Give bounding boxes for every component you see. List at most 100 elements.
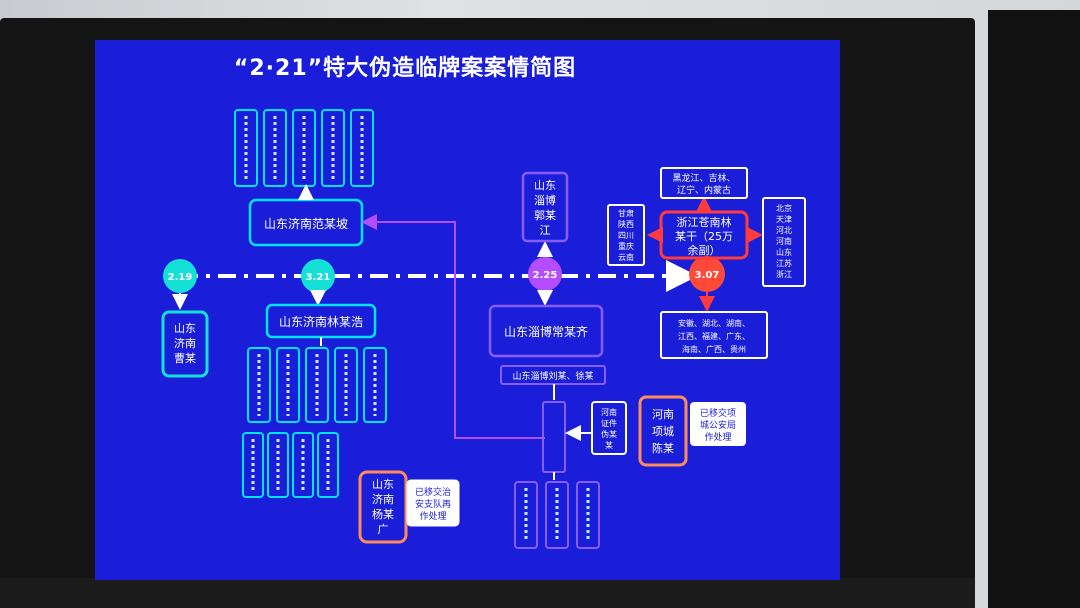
svg-text:重庆: 重庆 (618, 241, 634, 251)
zibo-guo-text: 山东 淄博 郭某 江 (534, 179, 556, 237)
region-bottom-box (660, 311, 768, 359)
jinan-lin-label: 山东济南林某浩 (279, 314, 363, 329)
zhejiang-lin-text: 浙江苍南林 某干（25万 余副） (675, 215, 733, 257)
lin-subbox (247, 347, 271, 423)
jinan-yang-text: 山东 济南 杨某 广 (372, 478, 394, 536)
region-top-box (660, 167, 748, 199)
jinan-yang-box (358, 470, 408, 544)
svg-text:作处理: 作处理 (419, 510, 446, 522)
lin-subbox-lower (242, 432, 264, 498)
jinan-fan-label: 山东济南范某坡 (264, 216, 348, 231)
svg-text:天津: 天津 (776, 214, 792, 224)
lin-subbox (334, 347, 358, 423)
svg-text:海南、广西、贵州: 海南、广西、贵州 (682, 344, 746, 354)
henan-small-text: 河南 证件 伪某 某 (601, 407, 617, 450)
zibo-bottom-subboxes (514, 481, 600, 549)
svg-text:河南: 河南 (776, 236, 792, 246)
svg-text:江西、福建、广东、: 江西、福建、广东、 (678, 331, 750, 341)
svg-text:余副）: 余副） (688, 243, 721, 257)
svg-text:曹某: 曹某 (174, 352, 196, 365)
svg-text:山东: 山东 (174, 322, 196, 335)
svg-text:江: 江 (540, 224, 551, 237)
svg-text:广: 广 (378, 523, 389, 536)
svg-text:济南: 济南 (174, 336, 196, 350)
svg-text:已移交治: 已移交治 (415, 486, 451, 498)
zibo-subbox (514, 481, 538, 549)
svg-text:浙江: 浙江 (776, 269, 792, 279)
zibo-subbox (576, 481, 600, 549)
svg-text:安徽、湖北、湖南、: 安徽、湖北、湖南、 (678, 318, 750, 328)
lin-subbox (305, 347, 329, 423)
svg-text:城公安局: 城公安局 (700, 419, 736, 431)
lin-subbox (363, 347, 387, 423)
zibo-subbox (545, 481, 569, 549)
jinan-cao-text: 山东 济南 曹某 (174, 322, 196, 365)
lin-subboxes-2 (242, 432, 339, 498)
timeline-label-4: 3.07 (695, 270, 720, 281)
timeline-node-4 (689, 256, 725, 292)
diagram-title: “2·21”特大伪造临牌案案情简图 (233, 56, 577, 81)
fan-subbox (350, 109, 374, 187)
svg-text:四川: 四川 (618, 231, 634, 240)
zibo-liu-xu-label: 山东淄博刘某、徐某 (512, 370, 593, 382)
svg-text:某干（25万: 某干（25万 (675, 230, 733, 243)
zibo-chang-label: 山东淄博常某齐 (504, 324, 588, 339)
svg-text:作处理: 作处理 (704, 431, 731, 443)
svg-text:河北: 河北 (776, 225, 792, 235)
svg-text:陈某: 陈某 (652, 441, 674, 455)
svg-text:辽宁、内蒙古: 辽宁、内蒙古 (677, 184, 731, 196)
zibo-lower-box (542, 401, 566, 473)
lin-subbox-lower (317, 432, 339, 498)
svg-text:山东: 山东 (776, 247, 792, 257)
zibo-guo-box (521, 171, 569, 243)
timeline-node-2 (301, 259, 335, 293)
case-diagram: 山东济南范某坡 2.19 3.21 2.25 3.07 山东 济南 曹某 山东济… (161, 109, 806, 549)
lin-subbox-lower (292, 432, 314, 498)
henan-small-box (591, 401, 627, 455)
region-bottom-text: 安徽、湖北、湖南、 江西、福建、广东、 海南、广西、贵州 (678, 318, 750, 354)
timeline-label-2: 3.21 (306, 272, 331, 283)
note-1-text: 已移交治 安支队再 作处理 (415, 486, 451, 522)
svg-text:安支队再: 安支队再 (415, 498, 451, 510)
side-monitor (988, 10, 1080, 608)
svg-text:山东: 山东 (372, 478, 394, 491)
svg-text:项城: 项城 (652, 425, 674, 438)
monitor-screen: “2·21”特大伪造临牌案案情简图 山东济南范某坡 2.19 3.21 (95, 40, 840, 580)
svg-text:陕西: 陕西 (618, 219, 634, 229)
monitor-stand (0, 578, 975, 608)
note-2-text: 已移交项 城公安局 作处理 (700, 407, 736, 443)
region-right-box (762, 197, 806, 287)
zibo-chang-box (488, 304, 604, 358)
lin-subbox-lower (267, 432, 289, 498)
svg-text:河南: 河南 (601, 407, 617, 417)
note-box-2 (690, 402, 746, 446)
svg-text:某: 某 (605, 441, 613, 450)
henan-chen-text: 河南 项城 陈某 (652, 408, 674, 455)
fan-subbox (234, 109, 258, 187)
svg-text:伪某: 伪某 (601, 429, 617, 439)
note-box-1 (406, 479, 460, 527)
fan-subbox (321, 109, 345, 187)
svg-text:杨某: 杨某 (372, 507, 394, 521)
timeline-label-3: 2.25 (533, 270, 558, 281)
purple-connector (361, 214, 545, 439)
timeline-node-3 (528, 257, 562, 291)
svg-text:河南: 河南 (652, 408, 674, 421)
svg-text:黑龙江、吉林、: 黑龙江、吉林、 (672, 172, 735, 184)
lin-subbox (276, 347, 300, 423)
svg-text:淄博: 淄博 (534, 194, 556, 207)
fan-subbox (263, 109, 287, 187)
region-right-text: 北京 天津 河北 河南 山东 江苏 浙江 (776, 203, 792, 279)
region-left-text: 甘肃 陕西 四川 重庆 云南 (618, 208, 634, 262)
fan-subboxes (234, 109, 374, 187)
svg-text:山东: 山东 (534, 179, 556, 192)
svg-text:云南: 云南 (618, 252, 634, 262)
svg-text:甘肃: 甘肃 (618, 208, 634, 218)
svg-text:江苏: 江苏 (776, 258, 792, 268)
svg-text:证件: 证件 (601, 418, 617, 428)
timeline-label-1: 2.19 (168, 272, 193, 283)
henan-chen-box (638, 395, 688, 467)
lin-subboxes (247, 347, 387, 423)
svg-text:济南: 济南 (372, 492, 394, 506)
svg-text:浙江苍南林: 浙江苍南林 (677, 215, 732, 229)
